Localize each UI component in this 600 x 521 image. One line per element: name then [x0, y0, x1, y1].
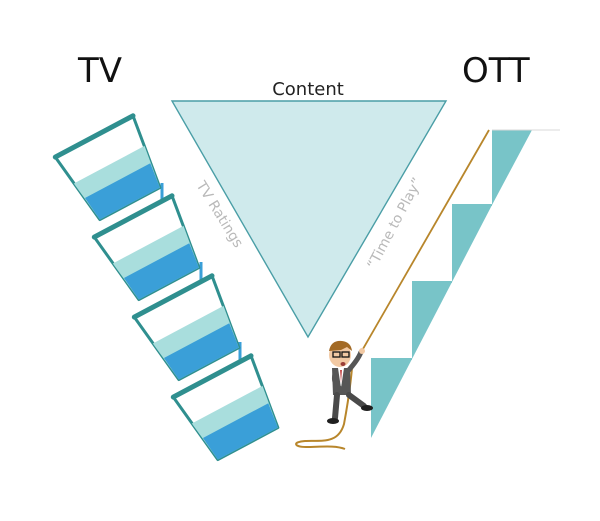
staircase-icon [371, 129, 560, 438]
content-title: Content [272, 79, 344, 100]
ott-title: OTT [462, 51, 530, 91]
content-triangle [170, 100, 448, 339]
climbing-man-icon [327, 340, 373, 424]
pouring-bucket-icon [52, 113, 280, 462]
tv-title: TV [77, 51, 122, 91]
rope-icon [295, 129, 490, 450]
